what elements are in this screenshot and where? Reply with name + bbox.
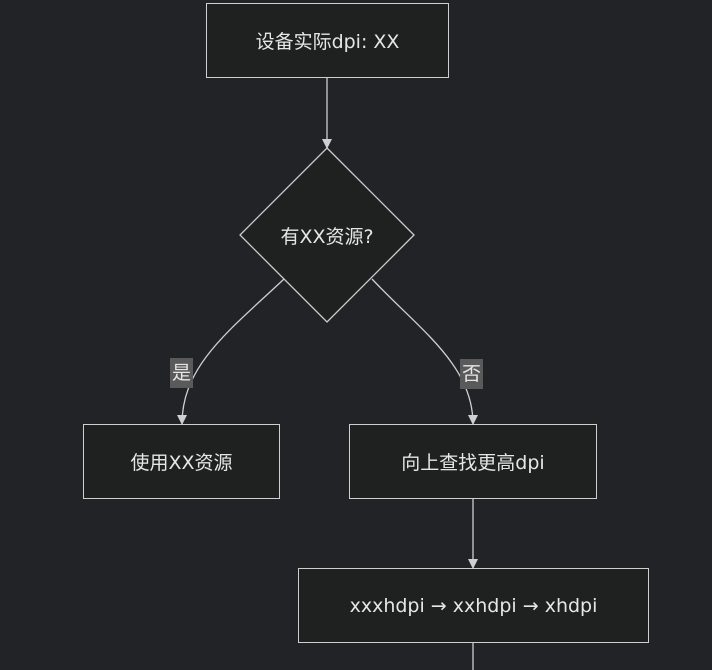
- node-order-label: xxxhdpi → xxhdpi → xhdpi: [349, 594, 598, 617]
- node-decision-text: 有XX资源?: [280, 225, 374, 248]
- node-search-higher: 向上查找更高dpi: [349, 424, 597, 499]
- edge-label-yes: 是: [170, 358, 194, 388]
- edge-label-no: 否: [460, 359, 484, 389]
- edge-decision-to-use-resource: [177, 278, 285, 425]
- node-decision-label: 有XX资源?: [257, 215, 397, 255]
- decision-diamond: [239, 147, 415, 323]
- node-use-resource: 使用XX资源: [83, 424, 280, 499]
- node-order: xxxhdpi → xxhdpi → xhdpi: [298, 568, 649, 643]
- node-start-label: 设备实际dpi: XX: [255, 31, 400, 53]
- node-use-resource-label: 使用XX资源: [130, 452, 233, 474]
- node-start: 设备实际dpi: XX: [206, 3, 449, 78]
- node-search-higher-label: 向上查找更高dpi: [401, 452, 545, 474]
- edge-decision-to-search-higher: [371, 278, 478, 425]
